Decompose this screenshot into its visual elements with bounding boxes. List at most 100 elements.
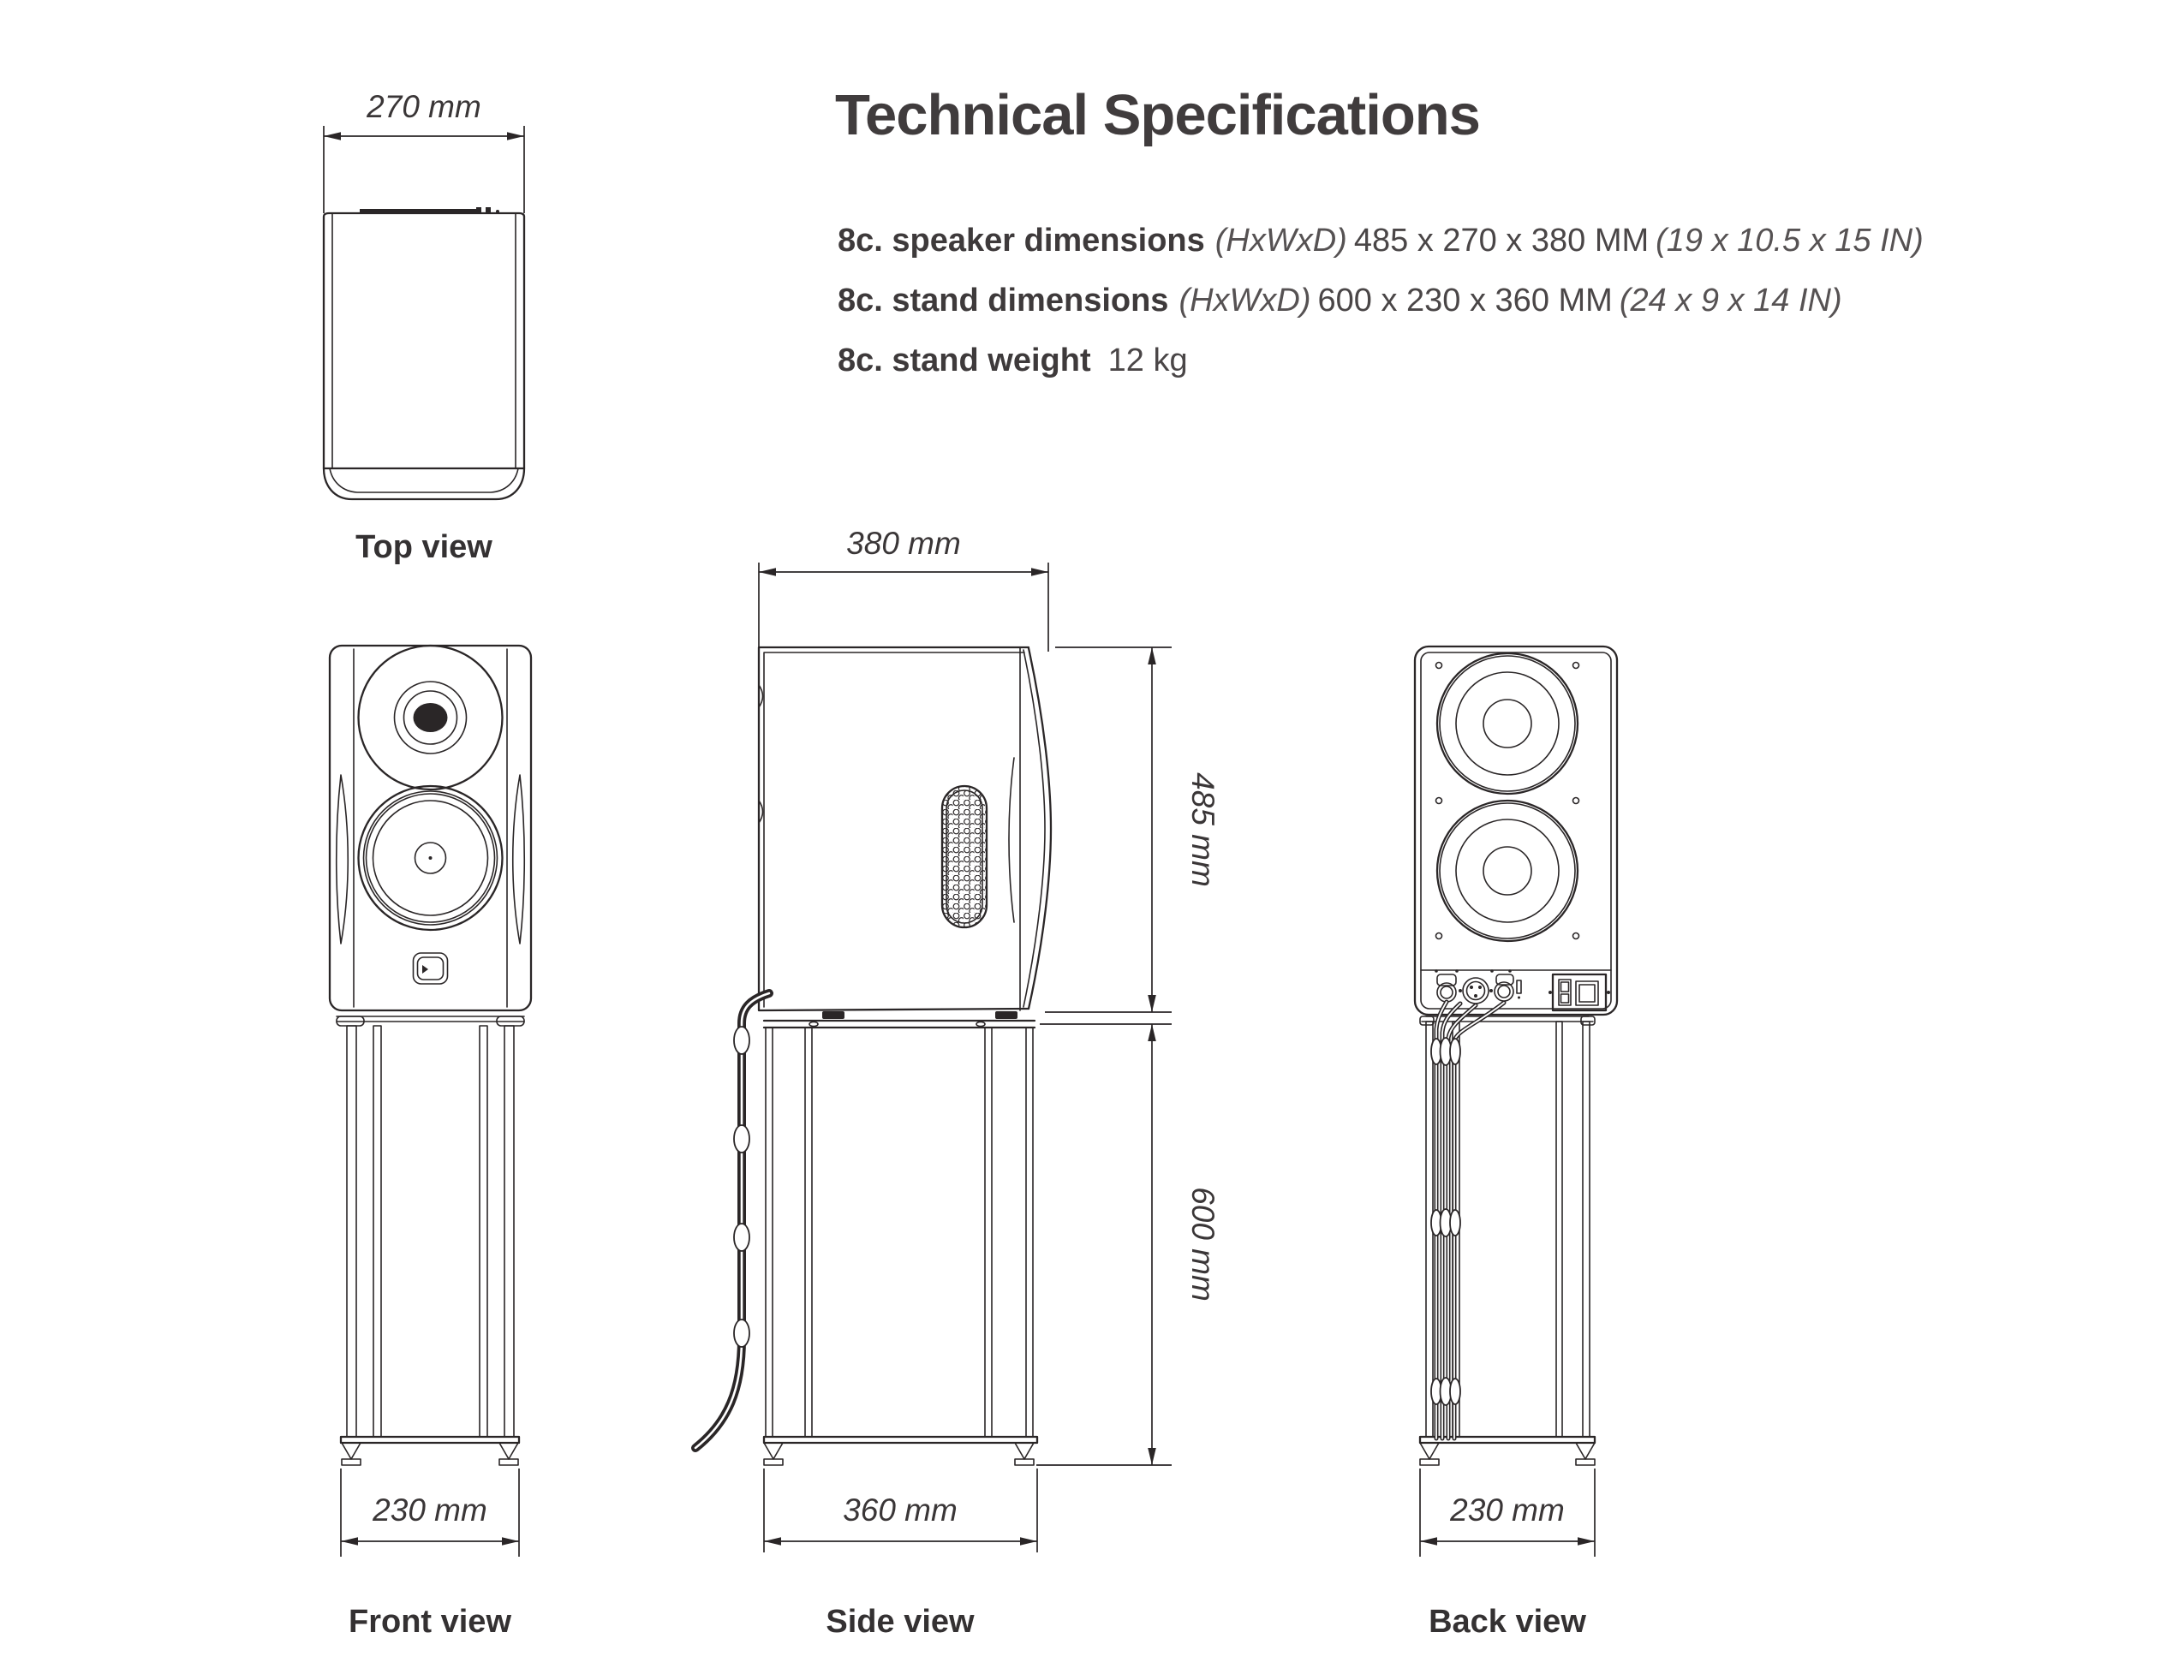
stand-leg — [373, 1025, 382, 1438]
inner-edges — [763, 652, 1025, 1008]
stand-leg — [346, 1025, 357, 1438]
top-port-detail — [476, 207, 481, 214]
top-plate — [336, 1016, 525, 1022]
isolation-pad — [995, 1011, 1017, 1019]
connector-round-inner — [1440, 986, 1453, 999]
back-view-label: Back view — [1429, 1604, 1586, 1640]
spec-imperial: (24 x 9 x 14 IN) — [1619, 283, 1842, 319]
top-view-label: Top view — [355, 529, 492, 565]
stand-leg — [765, 1027, 773, 1438]
side-view-drawing: 380 mm 485 mm — [691, 527, 1220, 1640]
spike-foot — [1419, 1442, 1440, 1460]
connector-panel — [1435, 969, 1522, 1004]
left-wing — [335, 774, 349, 944]
port-grille — [940, 784, 988, 929]
dimension-380mm: 380 mm — [758, 527, 1049, 652]
woofer-surround — [362, 790, 498, 926]
spike-foot — [341, 1442, 361, 1460]
front-port — [412, 952, 449, 985]
cable-clip-set — [1430, 1377, 1461, 1406]
dimension-485mm: 485 mm — [1045, 646, 1220, 1013]
arrow-right-icon — [502, 1537, 519, 1546]
spec-metric: 485 x 270 x 380 MM — [1353, 223, 1650, 259]
top-plate — [762, 1019, 1036, 1029]
front-curve-inner — [1023, 649, 1046, 1008]
xlr-pin — [1470, 986, 1473, 989]
dimension-600mm: 600 mm — [1036, 1023, 1220, 1466]
xlr-screw — [1489, 989, 1493, 992]
arrow-left-icon — [324, 132, 341, 140]
cable-clip — [1449, 1378, 1461, 1405]
module-screw — [1607, 991, 1610, 994]
stand-leg — [1582, 1021, 1590, 1438]
extension-lines — [758, 563, 1049, 652]
side-port-grille — [940, 784, 988, 929]
port-outline — [412, 952, 449, 985]
woofer — [357, 784, 504, 932]
right-wing — [511, 774, 526, 944]
dim-label-230mm: 230 mm — [1449, 1492, 1565, 1528]
front-view-label: Front view — [349, 1604, 511, 1640]
side-view-stand — [762, 1019, 1039, 1466]
side-view-label: Side view — [826, 1604, 975, 1640]
tweeter-ring — [403, 690, 458, 745]
spec-metric: 12 kg — [1107, 343, 1188, 378]
arrow-right-icon — [507, 132, 524, 140]
arrow-up-icon — [1148, 1024, 1156, 1041]
cable-split — [694, 992, 771, 1450]
rear-driver-top — [1435, 652, 1579, 795]
dim-label-270mm: 270 mm — [366, 89, 481, 124]
arrow-right-icon — [1031, 568, 1048, 576]
stand-leg — [804, 1027, 813, 1438]
arrow-right-icon — [1020, 1537, 1037, 1546]
power-cable — [691, 989, 773, 1452]
spec-label: 8c. stand dimensions — [838, 283, 1169, 319]
front-view-cabinet — [328, 644, 533, 1012]
cable — [1452, 1000, 1507, 1441]
plate-screw — [809, 1021, 819, 1028]
panel-screw — [1508, 969, 1512, 973]
cabinet-outline — [757, 646, 1030, 1012]
rear-driver-bottom — [1435, 799, 1579, 943]
panel-screw — [1490, 969, 1494, 973]
iec-inlet — [1575, 980, 1599, 1006]
back-view-cabinet — [1413, 645, 1619, 1016]
base-plate — [1418, 1435, 1596, 1445]
tweeter-ring — [393, 681, 468, 754]
spec-label: 8c. stand weight — [838, 343, 1091, 378]
driver-outline — [1435, 652, 1579, 795]
stand-leg — [1025, 1027, 1034, 1438]
spec-axes: (HxWxD) — [1214, 223, 1347, 259]
side-view-cabinet — [757, 646, 1053, 1019]
spec-imperial: (19 x 10.5 x 15 IN) — [1656, 223, 1924, 259]
plate-end-cap — [1580, 1016, 1596, 1026]
screw-icon — [1435, 796, 1443, 805]
spike-foot — [1014, 1442, 1035, 1460]
dimension-270mm: 270 mm — [323, 89, 525, 213]
iec-inlet-inner — [1578, 984, 1596, 1003]
tweeter-dome — [413, 703, 448, 732]
dimension-230mm: 230 mm — [1419, 1469, 1596, 1557]
front-curve-outer — [1027, 646, 1053, 1010]
toggle-switch — [1516, 980, 1522, 994]
cable-clip — [733, 1223, 750, 1252]
spec-stand-dimensions: 8c. stand dimensions(HxWxD)600 x 230 x 3… — [838, 271, 1924, 331]
page-title: Technical Specifications — [835, 83, 1481, 147]
top-view-cabinet — [322, 207, 526, 501]
extension-lines — [1036, 1023, 1172, 1466]
stand-leg — [1555, 1021, 1563, 1438]
side-panel-edges — [331, 212, 516, 469]
arrow-left-icon — [759, 568, 776, 576]
front-baffle-curve — [329, 468, 519, 493]
xlr-screw — [1459, 989, 1462, 992]
cabinet-outline — [322, 211, 526, 501]
foot-pad — [498, 1458, 519, 1466]
cable-clip — [733, 1124, 750, 1153]
port-inner — [416, 956, 445, 980]
connector-round-inner — [1497, 985, 1511, 998]
dimension-360mm: 360 mm — [763, 1469, 1038, 1552]
cabinet-inner-outline — [1420, 652, 1612, 1010]
plug-body — [1495, 974, 1514, 986]
panel-screw — [1455, 969, 1459, 973]
